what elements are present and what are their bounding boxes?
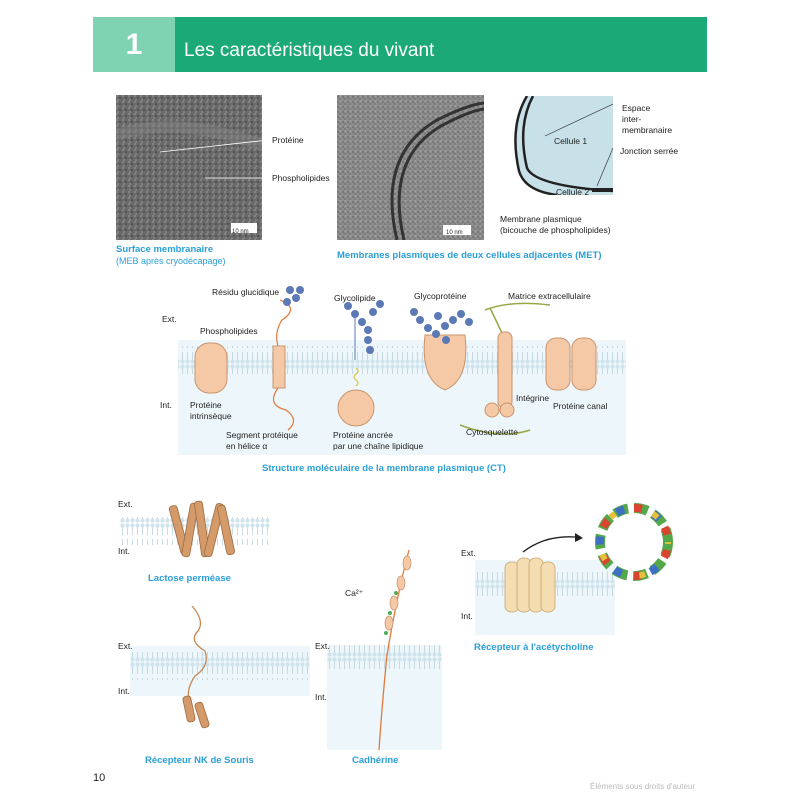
label-anchored-2: par une chaîne lipidique <box>333 441 424 451</box>
lactose-permease-diagram <box>120 500 270 558</box>
photo2-caption: Membranes plasmiques de deux cellules ad… <box>337 250 602 261</box>
acetylcholine-receptor-diagram <box>475 533 615 635</box>
membrane-structure-diagram <box>178 286 626 455</box>
label-ext: Ext. <box>461 548 476 558</box>
copyright-note: Éléments sous droits d'auteur <box>590 782 696 791</box>
label-space-2: inter- <box>622 114 642 124</box>
label-extracellular-matrix: Matrice extracellulaire <box>508 291 591 301</box>
header-bar <box>175 17 707 72</box>
cadherin-diagram <box>327 549 442 750</box>
label-int: Int. <box>118 686 130 696</box>
label-intrinsic-2: intrinsèque <box>190 411 232 421</box>
label-ext: Ext. <box>118 499 133 509</box>
structure-caption: Structure moléculaire de la membrane pla… <box>262 463 506 474</box>
label-int: Int. <box>118 546 130 556</box>
label-helix-1: Segment protéique <box>226 430 298 440</box>
label-intrinsic-1: Protéine <box>190 400 222 410</box>
label-integrin: Intégrine <box>516 393 550 403</box>
lactose-caption: Lactose perméase <box>148 573 231 584</box>
photo1-subcaption: (MEB après cryodécapage) <box>116 256 226 266</box>
label-int: Int. <box>461 611 473 621</box>
protein-structure-render <box>595 503 673 581</box>
label-cell-2: Cellule 2 <box>556 187 590 197</box>
label-space-3: membranaire <box>622 125 673 135</box>
label-glucidic-residue: Résidu glucidique <box>212 287 280 297</box>
label-membrane-1: Membrane plasmique <box>500 214 582 224</box>
photo1-caption: Surface membranaire <box>116 244 214 255</box>
scale-bar-label: 10 nm <box>232 229 249 235</box>
tight-junction-schema <box>497 96 613 195</box>
label-phospholipids: Phospholipides <box>272 173 330 183</box>
page-title: Les caractéristiques du vivant <box>184 40 435 61</box>
label-cytoskeleton: Cytosquelette <box>466 427 518 437</box>
acetylcholine-caption: Récepteur à l'acétycholine <box>474 642 594 653</box>
adjacent-membranes-photo <box>337 95 484 240</box>
label-phospholipids: Phospholipides <box>200 326 258 336</box>
label-ext: Ext. <box>118 641 133 651</box>
scale-bar-label: 10 nm <box>446 230 463 236</box>
label-protein: Protéine <box>272 135 304 145</box>
label-membrane-2: (bicouche de phospholipides) <box>500 225 611 235</box>
nk-caption: Récepteur NK de Souris <box>145 755 254 766</box>
label-glycoprotein: Glycoprotéine <box>414 291 467 301</box>
label-tight-junction: Jonction serrée <box>620 146 679 156</box>
photo1-leader-lines <box>160 139 269 179</box>
label-calcium: Ca²⁺ <box>345 588 364 598</box>
label-ext: Ext. <box>315 641 330 651</box>
label-space-1: Espace <box>622 103 651 113</box>
label-anchored-1: Protéine ancrée <box>333 430 394 440</box>
label-int: Int. <box>315 692 327 702</box>
page-number: 10 <box>93 772 106 784</box>
label-glycolipid: Glycolipide <box>334 293 376 303</box>
label-cell-1: Cellule 1 <box>554 136 588 146</box>
label-ext: Ext. <box>162 314 177 324</box>
label-helix-2: en hélice α <box>226 441 268 451</box>
nk-receptor-diagram <box>130 606 310 729</box>
label-int: Int. <box>160 400 172 410</box>
chapter-number: 1 <box>93 17 175 72</box>
cadherin-caption: Cadhérine <box>352 755 399 766</box>
label-channel-protein: Protéine canal <box>553 401 608 411</box>
membrane-surface-photo <box>116 95 262 240</box>
